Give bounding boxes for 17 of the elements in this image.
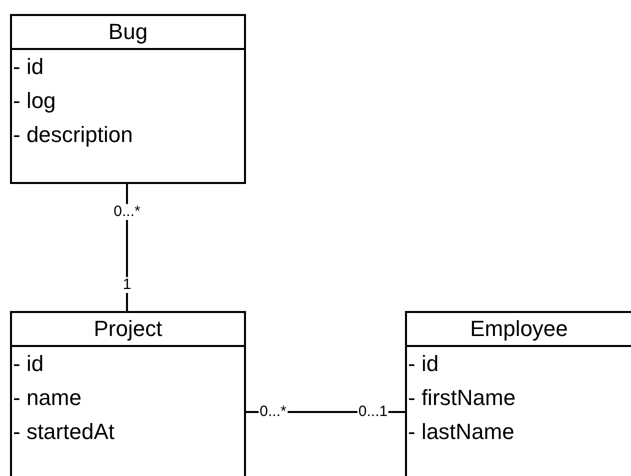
attribute-text: - id (12, 350, 45, 378)
attribute-text: - id (407, 350, 440, 378)
attribute-text: - firstName (407, 384, 517, 412)
class-box (10, 311, 246, 476)
class-name: Employee (407, 313, 631, 347)
attribute-text: - name (12, 384, 82, 412)
attribute-text: - startedAt (12, 418, 116, 446)
attribute-text: - description (12, 121, 134, 149)
attribute-text: - log (12, 87, 57, 115)
class-box (405, 311, 631, 476)
class-box (10, 14, 246, 184)
attribute-text: - lastName (407, 418, 516, 446)
attribute-text: - id (12, 53, 45, 81)
multiplicity-label: 0...* (112, 204, 142, 220)
class-name: Bug (12, 16, 244, 50)
multiplicity-label: 1 (122, 277, 132, 293)
class-name: Project (12, 313, 244, 347)
